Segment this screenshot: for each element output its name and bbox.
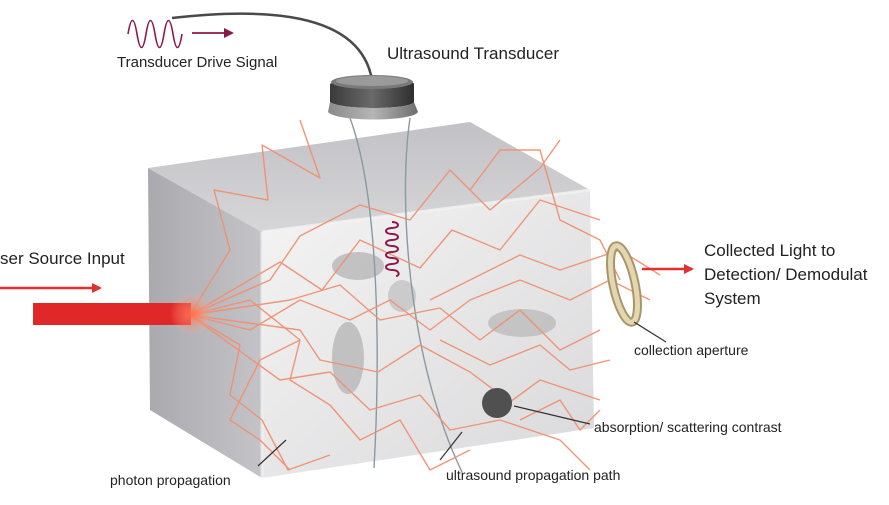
detection-label: Detection/ Demodulat [704, 265, 868, 284]
laser-input-label: ser Source Input [0, 249, 125, 268]
absorber [482, 388, 512, 418]
drive-signal-wave [127, 19, 183, 49]
ultrasound-beam-right-edge [404, 117, 463, 473]
laser-entry-glow [170, 292, 214, 336]
system-label: System [704, 289, 761, 308]
laser-beam [33, 303, 191, 325]
ultrasound-beam-left-edge [349, 117, 378, 469]
collection-aperture-ring [606, 241, 642, 327]
ultrasound-focus-wave [385, 221, 400, 277]
leader-photon-propagation [257, 439, 287, 467]
leader-ultrasound-path [439, 431, 463, 461]
inclusion-left-vertical [332, 322, 364, 394]
absorption-label: absorption/ scattering contrast [594, 419, 782, 435]
transducer-label: Ultrasound Transducer [387, 44, 559, 63]
transducer-cable [171, 12, 374, 81]
ultrasound-path-label: ultrasound propagation path [446, 467, 621, 483]
photon-propagation-label: photon propagation [110, 472, 231, 488]
drive-signal-label: Transducer Drive Signal [117, 54, 278, 71]
leader-absorption [513, 405, 591, 425]
photon-paths [189, 119, 661, 471]
leader-collection-aperture [633, 321, 667, 343]
inclusion-right [488, 309, 556, 337]
ultrasound-transducer [328, 75, 418, 120]
collected-light-label: Collected Light to [704, 241, 836, 260]
box-top-face [148, 122, 590, 232]
collection-aperture-label: collection aperture [634, 342, 749, 358]
